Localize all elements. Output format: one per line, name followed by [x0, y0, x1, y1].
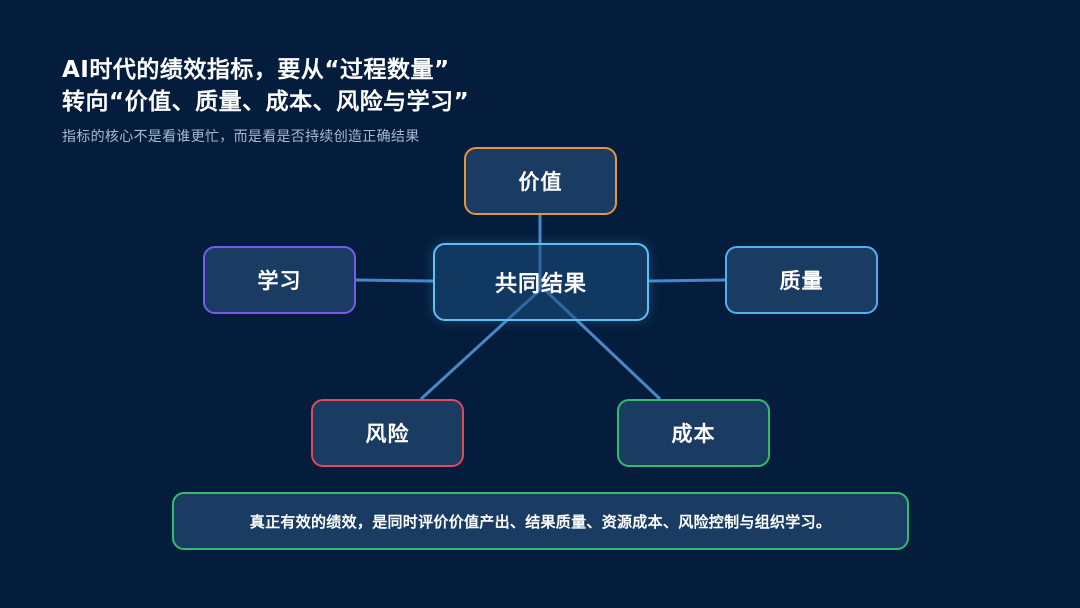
title-line-1: AI时代的绩效指标，要从“过程数量” [62, 57, 450, 83]
node-cost: 成本 [617, 399, 770, 467]
title-line-2: 转向“价值、质量、成本、风险与学习” [62, 89, 470, 115]
page-subtitle: 指标的核心不是看谁更忙，而是看是否持续创造正确结果 [62, 129, 420, 145]
node-value: 价值 [464, 147, 617, 215]
node-learning: 学习 [203, 246, 356, 314]
connector-learn [355, 278, 434, 283]
node-shared-outcome: 共同结果 [433, 243, 649, 321]
connector-quality [648, 278, 726, 283]
page-title: AI时代的绩效指标，要从“过程数量” 转向“价值、质量、成本、风险与学习” [62, 54, 469, 118]
node-quality: 质量 [725, 246, 878, 314]
node-risk: 风险 [311, 399, 464, 467]
conclusion-box: 真正有效的绩效，是同时评价价值产出、结果质量、资源成本、风险控制与组织学习。 [172, 492, 909, 550]
